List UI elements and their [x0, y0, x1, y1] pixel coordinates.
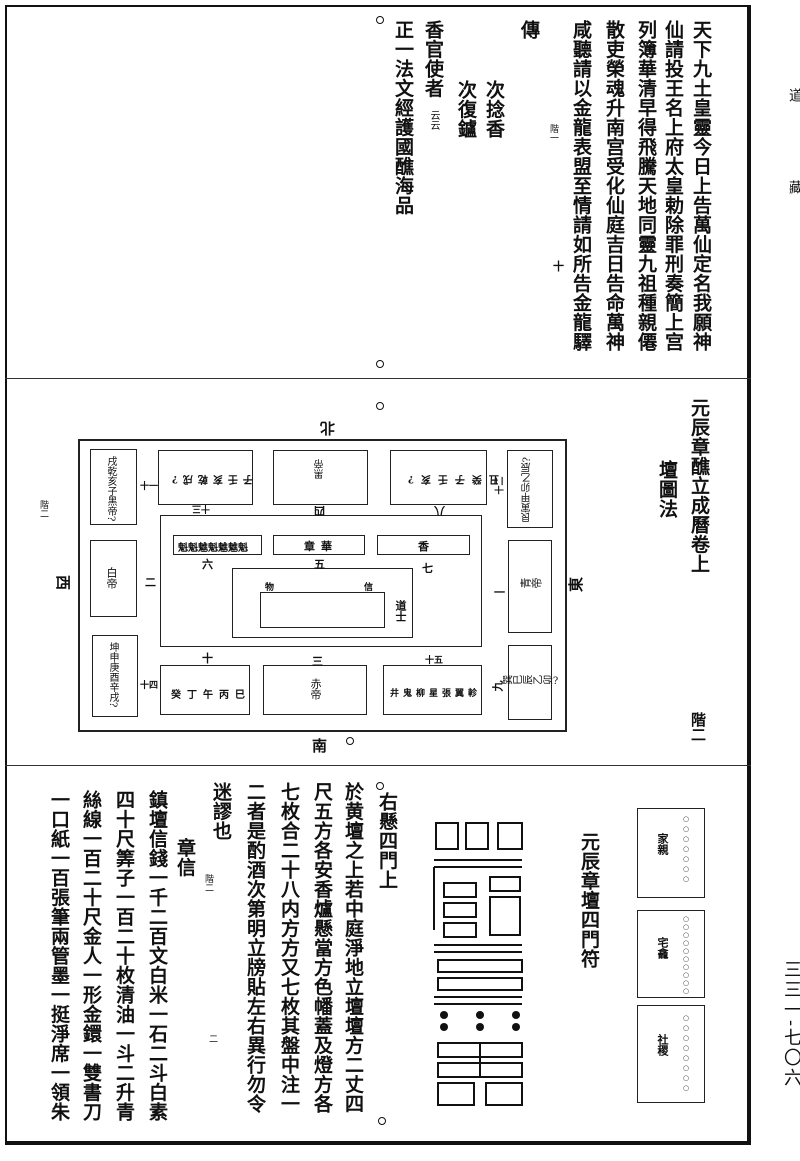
scroll-title: 元辰章醮立成曆卷上: [688, 398, 710, 574]
position-number: 四: [314, 504, 325, 517]
closing-title: 正一法文經護國醮海品: [392, 20, 414, 215]
list-column: 四十尺筭子一百二十枚清油一斗二升青: [113, 790, 135, 1122]
position-number: 十五: [425, 656, 444, 666]
divider-bottom: [5, 765, 751, 766]
text-column: 七枚合二十八内方方又七枚其盤中注一: [278, 782, 300, 1114]
bottom-row-left-box: 癸丁午丙巳: [160, 665, 250, 715]
circle-mark: [378, 1117, 386, 1125]
position-number: 十三: [192, 503, 211, 513]
collection-char-1: 道: [787, 88, 800, 102]
left-mid-box: 白帝: [90, 540, 137, 617]
position-number: 九: [491, 680, 505, 692]
compass-north: 北: [320, 419, 336, 437]
step-censer: 次復鑪: [455, 80, 477, 139]
heading-chuan: 傳: [518, 20, 540, 40]
talisman-title: 元辰章壇四門符: [578, 832, 600, 969]
text-column: 散吏榮魂升南宫受化仙庭吉日告命萬神: [603, 20, 625, 352]
inner-enclosure: [160, 515, 482, 647]
bottom-row-mid-box: 赤帝: [263, 665, 367, 715]
page-frame: [5, 5, 751, 1145]
collection-char-2: 藏: [787, 180, 800, 194]
position-number: 六: [202, 558, 213, 571]
text-column: 咸聽請以金龍表盟至情請如所告金龍驛: [570, 20, 592, 352]
altar-label-xin: 信: [364, 583, 374, 593]
circle-mark: [376, 402, 384, 410]
step-incense: 次捻香: [483, 80, 505, 139]
altar-table: [260, 592, 385, 628]
inner-right-box: 香: [377, 535, 470, 555]
text-column: 天下九土皇靈今日上告萬仙定名我願神: [690, 20, 712, 352]
circle-mark: [376, 16, 384, 24]
note-two: 二: [207, 1034, 217, 1043]
right-top-box: 艮寅甲卯乙辰?: [507, 450, 553, 528]
gate-box-family: 家親 ○○○○○○○: [637, 808, 705, 898]
inner-mid-box: 章華: [273, 535, 365, 555]
plus-mark: 十: [553, 260, 564, 273]
position-number: 十一: [140, 482, 159, 492]
position-number: 十四: [140, 681, 159, 691]
text-column: 列簿華清早得飛騰天地同靈九祖種親僊: [635, 20, 657, 352]
text-column: 尺五方各安香爐懸當方色幡蓋及燈方各: [311, 782, 333, 1114]
position-number: 五: [314, 558, 325, 571]
circle-mark: [376, 782, 384, 790]
outer-enclosure: [78, 439, 567, 732]
position-number: 七: [422, 562, 433, 575]
position-number: 三: [312, 655, 323, 668]
inner-left-box: 魁魁魋魁魋魋魁: [173, 535, 262, 555]
zhangxin-heading: 章信: [174, 838, 196, 877]
top-row-mid-box: 黑帝: [273, 450, 368, 505]
altar-platform: [232, 568, 413, 638]
altar-label-wu: 物: [265, 583, 275, 593]
compass-west: 西: [54, 574, 73, 591]
yunyun-note: 云云: [428, 110, 439, 130]
text-column: 迷謬也: [210, 782, 232, 841]
gate-box-house: 宅龕 ○○○○○○○○○○: [637, 910, 705, 998]
side-note: 階二: [38, 500, 48, 518]
section-heading: 右懸四門上: [376, 792, 398, 890]
text-column: 仙請投王名上府太皇勅除罪刑奏簡上宫: [662, 20, 684, 352]
circle-mark: [376, 360, 384, 368]
top-row-right-box: 丑癸子壬亥?: [390, 450, 499, 505]
right-bottom-box: 巽巳辰乙卯?: [503, 645, 558, 720]
divider-top: [5, 378, 751, 379]
circle-mark: [346, 737, 354, 745]
left-bottom-box: 坤申庚酉辛戌?: [92, 635, 138, 717]
top-row-left-box: 子壬亥乾戌?: [158, 450, 253, 505]
list-column: 鎮壇信錢一千二百文白米一石二斗白素: [146, 790, 168, 1122]
text-column: 於黄壇之上若中庭淨地立壇壇方二丈四: [342, 782, 364, 1114]
position-number: 八: [434, 504, 445, 517]
list-column: 絲線一百二十尺金人一形金鐶一雙書刀: [80, 790, 102, 1122]
page-number: 三三一-七〇六: [781, 960, 800, 1089]
compass-south: 南: [312, 737, 328, 755]
position-number: 十二: [495, 476, 506, 495]
position-number: 十: [202, 652, 213, 665]
list-column: 一口紙一百張筆兩管墨一挺淨席一領朱: [48, 790, 70, 1122]
position-number: 二: [145, 576, 156, 589]
jie-note: 階二: [689, 712, 707, 742]
right-mid-box: 青帝: [508, 540, 552, 633]
jie-note: 階二: [203, 874, 213, 892]
text-column: 二者是酌酒次第明立牓貼左右異行勿令: [244, 782, 266, 1114]
gate-box-sheji: 社稷 ○○○○○○○○: [637, 1005, 705, 1103]
bottom-row-right-box: 井鬼柳星張翼軫: [383, 665, 482, 715]
section-title: 壇圖法: [656, 460, 678, 519]
left-top-box: 戌乾亥子黑帝?: [90, 449, 137, 525]
position-number: 一: [494, 586, 505, 599]
talisman-glyph: [433, 822, 523, 1106]
note-jie-1: 階一: [548, 124, 558, 142]
daoshi-label: 道士: [394, 600, 407, 622]
compass-east: 東: [567, 576, 586, 593]
incense-officer: 香官使者: [422, 20, 444, 98]
